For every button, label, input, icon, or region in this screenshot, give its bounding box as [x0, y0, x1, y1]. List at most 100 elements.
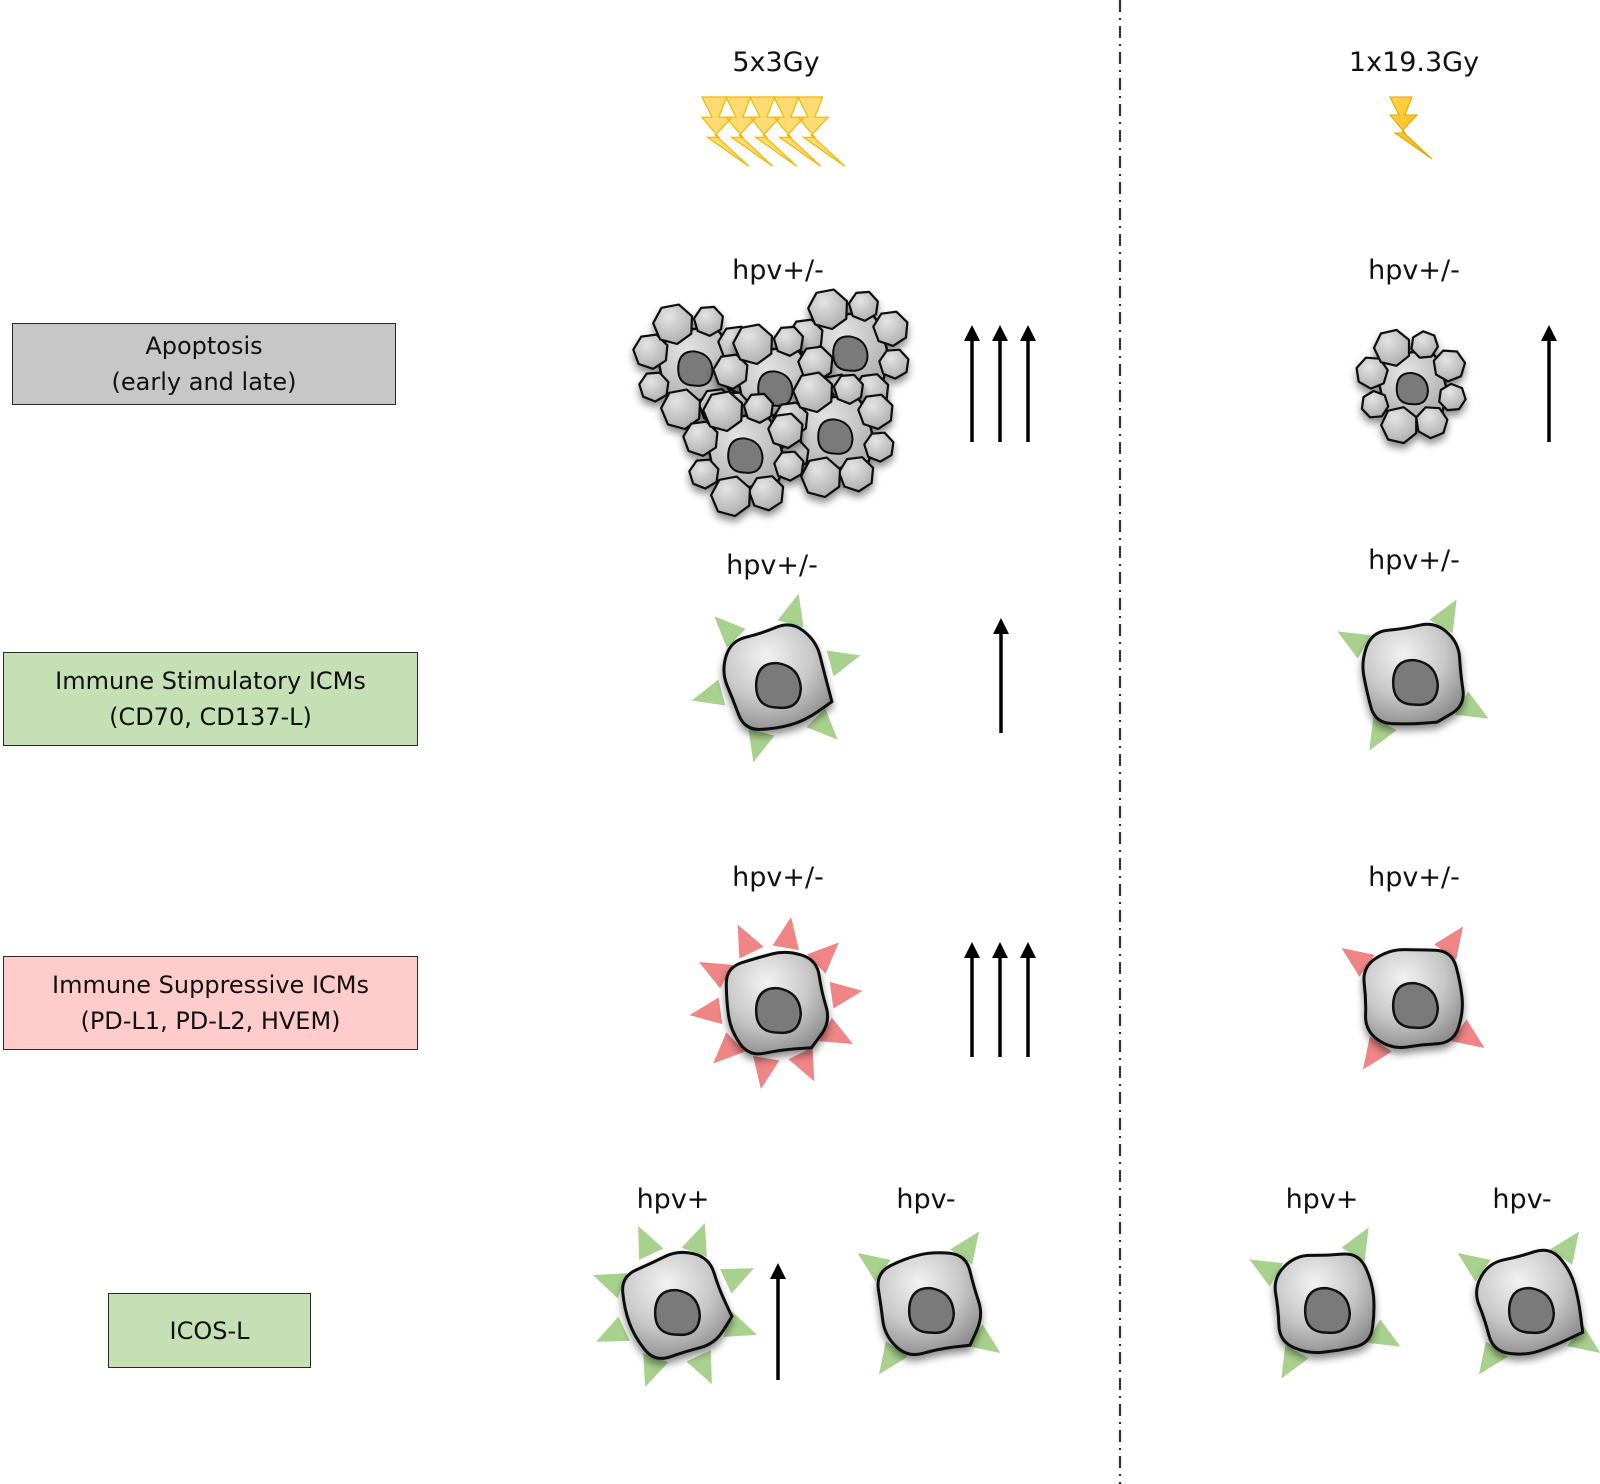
cell-stimulatory-single: [1337, 599, 1489, 751]
apoptosis-cluster-fractionated: [632, 288, 910, 518]
increase-arrow: [964, 942, 980, 1057]
apoptotic-body: [747, 475, 785, 512]
group-label-stimulatory-fractionated: hpv+/-: [726, 550, 818, 581]
apoptotic-cell: [1355, 328, 1467, 445]
apoptotic-body: [1432, 349, 1467, 383]
surface-marker: [1281, 1344, 1309, 1379]
apoptotic-body: [863, 431, 895, 463]
cell-nucleus: [1303, 1286, 1352, 1335]
increase-arrow: [964, 325, 980, 442]
arrow-head: [964, 942, 980, 958]
arrow-head: [964, 325, 980, 341]
surface-marker: [748, 728, 775, 763]
apoptotic-body: [878, 348, 910, 380]
apoptotic-body: [837, 456, 875, 493]
row-label-suppressive-line2: (PD-L1, PD-L2, HVEM): [80, 1007, 341, 1035]
apoptosis-cluster-single: [1355, 328, 1467, 445]
row-label-apoptosis: Apoptosis (early and late): [12, 323, 396, 405]
group-label-apoptosis-single: hpv+/-: [1368, 255, 1460, 286]
increase-arrow: [993, 618, 1009, 733]
cell-suppressive-single: [1341, 926, 1485, 1070]
apoptotic-body: [692, 305, 725, 337]
arrow-head: [992, 942, 1008, 958]
increase-arrow: [770, 1263, 786, 1380]
surface-marker: [826, 650, 861, 677]
group-label-icosl-fractionated-hpvpos: hpv+: [636, 1184, 710, 1215]
row-label-icosl-line1: ICOS-L: [169, 1316, 250, 1345]
surface-marker: [807, 942, 839, 974]
group-label-suppressive-single: hpv+/-: [1368, 862, 1460, 893]
increase-arrow: [1020, 325, 1036, 442]
apoptotic-body: [1355, 356, 1389, 390]
condition-label-single: 1x19.3Gy: [1348, 47, 1480, 78]
increase-arrow: [992, 942, 1008, 1057]
cell-nucleus: [832, 335, 869, 372]
increase-arrow: [1020, 942, 1036, 1057]
surface-marker: [595, 1316, 630, 1342]
cell-nucleus: [677, 350, 714, 387]
radiation-bolts: [700, 96, 1433, 167]
cell-nucleus: [907, 1286, 956, 1335]
group-label-suppressive-fractionated: hpv+/-: [732, 862, 824, 893]
apoptotic-body: [742, 392, 775, 424]
group-label-icosl-single-hpvneg: hpv-: [1492, 1184, 1552, 1215]
surface-marker: [691, 679, 726, 706]
row-label-apoptosis-line1: Apoptosis: [145, 332, 263, 360]
surface-marker: [713, 1032, 745, 1064]
surface-marker: [1451, 1019, 1485, 1049]
apoptotic-body: [732, 323, 774, 366]
surface-marker: [1249, 1259, 1284, 1287]
increase-arrow: [1541, 325, 1557, 442]
cell-nucleus: [1395, 372, 1429, 406]
group-label-stimulatory-single: hpv+/-: [1368, 545, 1460, 576]
cell-nucleus: [817, 418, 854, 455]
surface-marker: [1457, 1252, 1491, 1282]
surface-marker: [788, 1047, 815, 1082]
cell-nucleus: [1507, 1286, 1556, 1335]
arrow-head: [1020, 942, 1036, 958]
lightning-bolt-icon: [724, 96, 774, 167]
group-label-apoptosis-fractionated: hpv+/-: [732, 255, 824, 286]
apoptotic-body: [688, 458, 720, 490]
arrow-head: [770, 1263, 786, 1279]
apoptotic-body: [773, 450, 805, 482]
apoptotic-body: [799, 456, 842, 499]
lightning-bolt-icon: [748, 96, 798, 167]
surface-marker: [1366, 1319, 1401, 1347]
apoptotic-body: [857, 393, 894, 430]
cells-layer: [593, 288, 1600, 1387]
surface-marker: [720, 1268, 755, 1294]
surface-marker: [753, 1055, 780, 1089]
apoptotic-body: [1372, 328, 1411, 367]
apoptotic-body: [807, 288, 849, 331]
cell-suppressive-fractionated: [689, 917, 863, 1089]
arrows-layer: [770, 325, 1557, 1380]
apoptotic-body: [1438, 382, 1467, 412]
apoptotic-body: [712, 353, 749, 390]
surface-marker: [593, 1273, 627, 1299]
surface-marker: [1550, 1231, 1580, 1265]
lightning-bolt-icon: [1388, 96, 1433, 160]
surface-marker: [829, 981, 863, 1009]
row-label-stimulatory-line1: Immune Stimulatory ICMs: [55, 667, 366, 695]
apoptotic-body: [659, 388, 702, 431]
apoptotic-body: [1380, 406, 1418, 445]
increase-arrow: [992, 325, 1008, 442]
surface-marker: [806, 708, 838, 740]
row-label-stimulatory-line2: (CD70, CD137-L): [109, 703, 312, 731]
apoptotic-body: [767, 412, 804, 449]
surface-marker: [1362, 1036, 1392, 1070]
cell-icosl-fractionated-hpvneg: [857, 1231, 1001, 1375]
cell-stimulatory-fractionated: [691, 593, 861, 763]
group-label-icosl-single-hpvpos: hpv+: [1285, 1184, 1359, 1215]
apoptotic-body: [792, 371, 834, 414]
surface-marker: [737, 924, 764, 959]
cell-nucleus: [653, 1288, 702, 1337]
surface-marker: [777, 593, 804, 628]
cell-nucleus: [754, 661, 803, 710]
row-label-icosl: ICOS-L: [108, 1293, 311, 1368]
arrow-head: [1541, 325, 1557, 341]
surface-marker: [681, 1223, 707, 1257]
surface-marker: [878, 1341, 908, 1375]
